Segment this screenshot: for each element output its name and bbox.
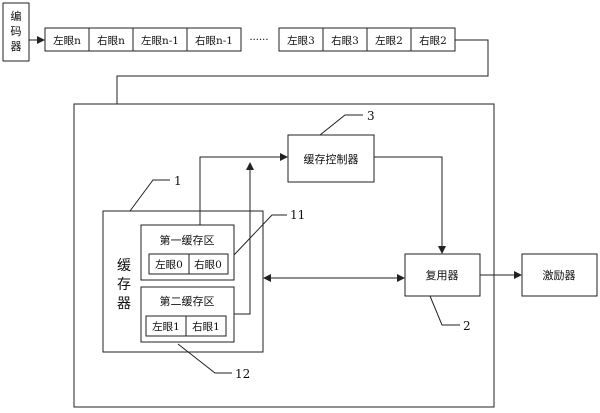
frame-label: 左眼0 xyxy=(155,258,183,271)
encoder-label-char-1: 编 xyxy=(11,9,22,23)
callout-buffer: 1 xyxy=(174,174,182,188)
multiplexer-block: 复用器 xyxy=(404,253,481,297)
frame-cell xyxy=(188,253,229,275)
second-area-to-controller-line xyxy=(234,162,254,315)
callout-leader-multiplexer xyxy=(429,295,460,326)
first-area-to-controller-line xyxy=(199,153,288,225)
frame-label: 右眼3 xyxy=(331,34,359,47)
buffer-label-char-2: 存 xyxy=(117,277,131,293)
callout-buffer-controller: 3 xyxy=(367,109,375,123)
callout-leader-controller xyxy=(319,114,363,136)
encoder-label-char-2: 码 xyxy=(11,25,22,38)
first-buffer-area-title: 第一缓存区 xyxy=(160,233,215,247)
first-buffer-area: 第一缓存区 左眼0 右眼0 xyxy=(140,224,235,281)
frame-label: 左眼n xyxy=(53,34,81,47)
encoder-label-char-3: 器 xyxy=(11,40,22,53)
buffer-label-char-1: 缓 xyxy=(117,258,131,274)
callout-multiplexer: 2 xyxy=(463,319,471,333)
frame-label: 左眼n-1 xyxy=(141,34,179,47)
frame-label: 右眼2 xyxy=(419,34,447,47)
multiplexer-label: 复用器 xyxy=(426,268,459,282)
controller-to-multiplexer-line xyxy=(374,156,446,254)
callout-second-area: 12 xyxy=(235,367,250,381)
callout-first-area: 11 xyxy=(290,208,305,222)
frame-ellipsis: ······ xyxy=(249,35,268,46)
exciter-label: 激励器 xyxy=(543,268,576,282)
buffer-controller-label: 缓存控制器 xyxy=(304,152,359,166)
buffer-label-char-3: 器 xyxy=(117,296,131,312)
callout-leader-buffer xyxy=(129,179,170,212)
frame-label: 左眼1 xyxy=(152,320,180,333)
frame-sequence: 左眼n 右眼n 左眼n-1 右眼n-1 ······ 左眼3 右眼3 左眼2 右… xyxy=(44,27,456,52)
callout-leader-second-area xyxy=(177,343,232,374)
frame-label: 左眼2 xyxy=(375,34,403,47)
buffer-controller-block: 缓存控制器 xyxy=(287,134,375,183)
callout-leader-first-area xyxy=(233,214,287,256)
encoder-block: 编 码 器 xyxy=(2,2,30,62)
second-buffer-area-title: 第二缓存区 xyxy=(160,294,215,308)
exciter-block: 激励器 xyxy=(521,253,598,297)
frame-label: 右眼0 xyxy=(194,258,222,271)
frame-label: 左眼3 xyxy=(287,34,315,47)
frame-label: 右眼n-1 xyxy=(195,34,233,47)
second-buffer-area: 第二缓存区 左眼1 右眼1 xyxy=(140,286,235,343)
frame-cell xyxy=(186,27,242,52)
frame-label: 右眼1 xyxy=(192,320,220,333)
frame-label: 右眼n xyxy=(97,34,125,47)
frame-cell xyxy=(185,315,227,337)
